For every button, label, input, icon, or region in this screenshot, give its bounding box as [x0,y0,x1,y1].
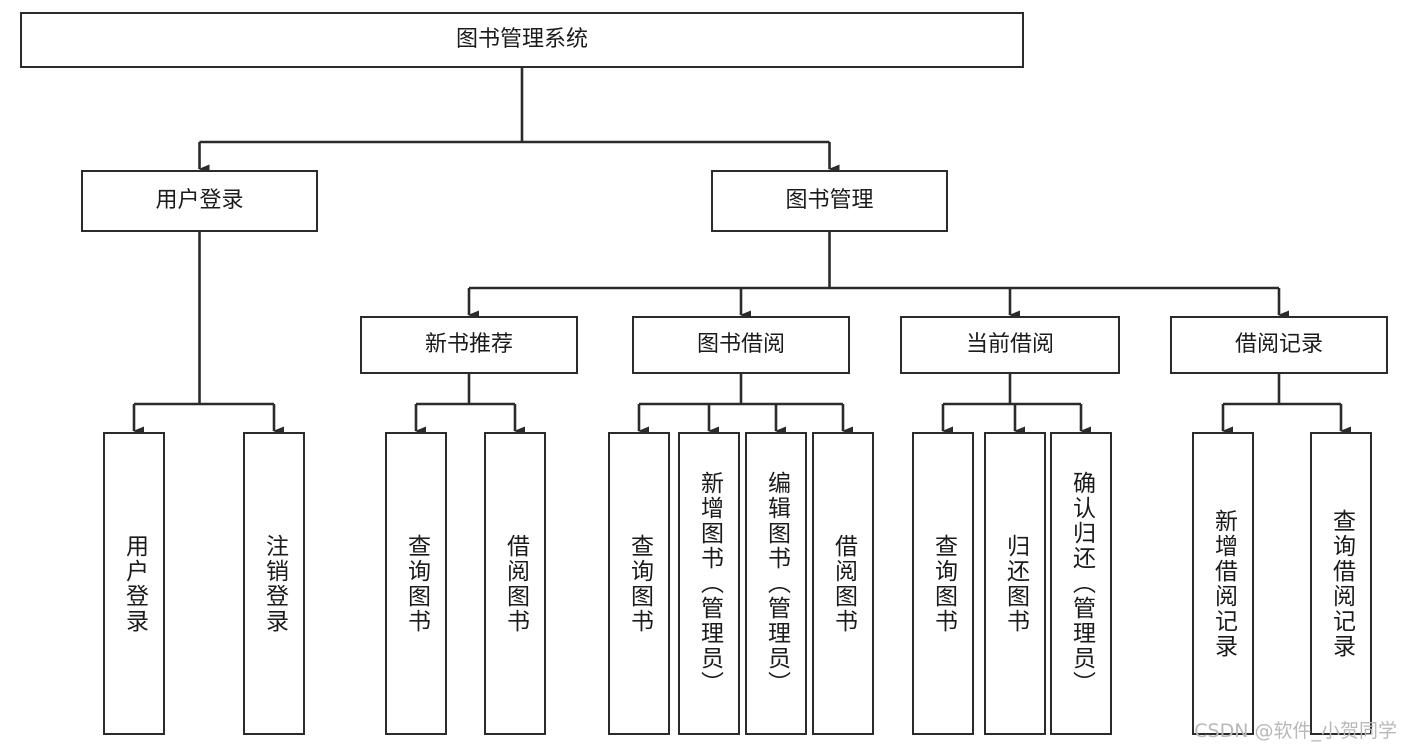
node-new-book-recommend[interactable]: 新书推荐 [360,316,578,374]
node-label: 借阅图书 [830,533,857,634]
node-leaf-query-book-rec[interactable]: 查询图书 [385,432,447,735]
node-root[interactable]: 图书管理系统 [20,12,1024,68]
node-label: 用户登录 [155,188,244,214]
node-leaf-user-login[interactable]: 用户登录 [103,432,165,735]
node-label: 新书推荐 [424,332,513,358]
node-label: 查询图书 [403,533,430,634]
node-label: 用户登录 [121,533,148,634]
node-user-login[interactable]: 用户登录 [81,170,318,232]
node-borrow-record[interactable]: 借阅记录 [1170,316,1388,374]
node-leaf-query-book-borrow[interactable]: 查询图书 [608,432,670,735]
node-label: 注销登录 [261,533,288,634]
node-label: 编辑图书（管理员） [763,471,790,696]
node-label: 新增借阅记录 [1210,508,1237,659]
node-label: 归还图书 [1002,533,1029,634]
node-leaf-add-borrow-record[interactable]: 新增借阅记录 [1192,432,1254,735]
node-leaf-confirm-return-admin[interactable]: 确认归还（管理员） [1050,432,1112,735]
node-label: 当前借阅 [965,332,1054,358]
node-leaf-add-book-admin[interactable]: 新增图书（管理员） [678,432,740,735]
node-current-borrow[interactable]: 当前借阅 [900,316,1120,374]
node-leaf-query-book-cur[interactable]: 查询图书 [912,432,974,735]
node-label: 借阅图书 [502,533,529,634]
node-label: 图书管理系统 [455,27,588,53]
node-label: 图书借阅 [696,332,785,358]
node-label: 查询图书 [930,533,957,634]
node-label: 图书管理 [785,188,874,214]
node-leaf-return-book[interactable]: 归还图书 [984,432,1046,735]
node-label: 查询图书 [626,533,653,634]
node-leaf-edit-book-admin[interactable]: 编辑图书（管理员） [745,432,807,735]
node-label: 新增图书（管理员） [696,471,723,696]
node-leaf-borrow-book[interactable]: 借阅图书 [812,432,874,735]
node-label: 查询借阅记录 [1328,508,1355,659]
node-leaf-user-logout[interactable]: 注销登录 [243,432,305,735]
node-leaf-borrow-book-rec[interactable]: 借阅图书 [484,432,546,735]
node-label: 确认归还（管理员） [1068,471,1095,696]
node-leaf-query-borrow-record[interactable]: 查询借阅记录 [1310,432,1372,735]
node-label: 借阅记录 [1234,332,1323,358]
node-book-manage[interactable]: 图书管理 [711,170,948,232]
node-book-borrow[interactable]: 图书借阅 [632,316,850,374]
